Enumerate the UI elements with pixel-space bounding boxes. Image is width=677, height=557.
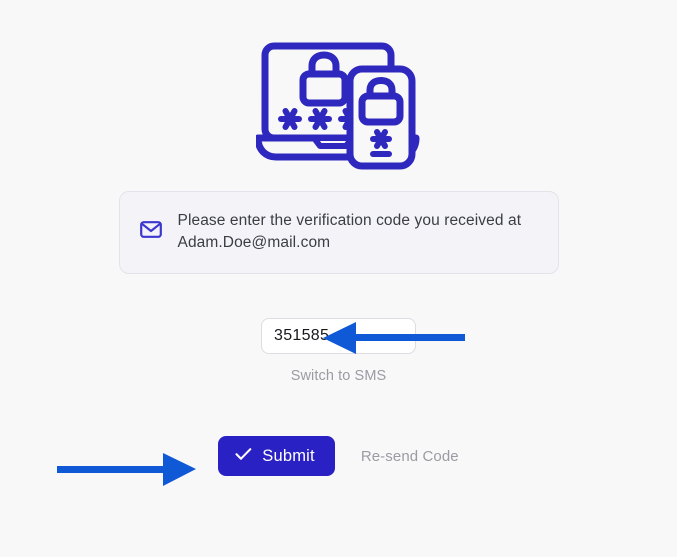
two-factor-authentication-illustration bbox=[256, 40, 421, 170]
info-message-email: Adam.Doe@mail.com bbox=[177, 234, 331, 251]
submit-button[interactable]: Submit bbox=[218, 436, 335, 476]
resend-code-link[interactable]: Re-send Code bbox=[360, 447, 459, 465]
check-icon bbox=[235, 447, 252, 466]
verification-code-input[interactable] bbox=[261, 318, 416, 354]
actions-row: Submit Re-send Code bbox=[0, 436, 677, 476]
verification-info-banner: Please enter the verification code you r… bbox=[118, 191, 559, 274]
envelope-icon bbox=[139, 221, 162, 243]
submit-button-label: Submit bbox=[262, 446, 315, 465]
switch-to-sms-link[interactable]: Switch to SMS bbox=[290, 368, 387, 384]
verification-info-text: Please enter the verification code you r… bbox=[178, 210, 522, 254]
code-input-row bbox=[0, 318, 677, 354]
info-message-line-1: Please enter the verification code you r… bbox=[177, 212, 522, 229]
